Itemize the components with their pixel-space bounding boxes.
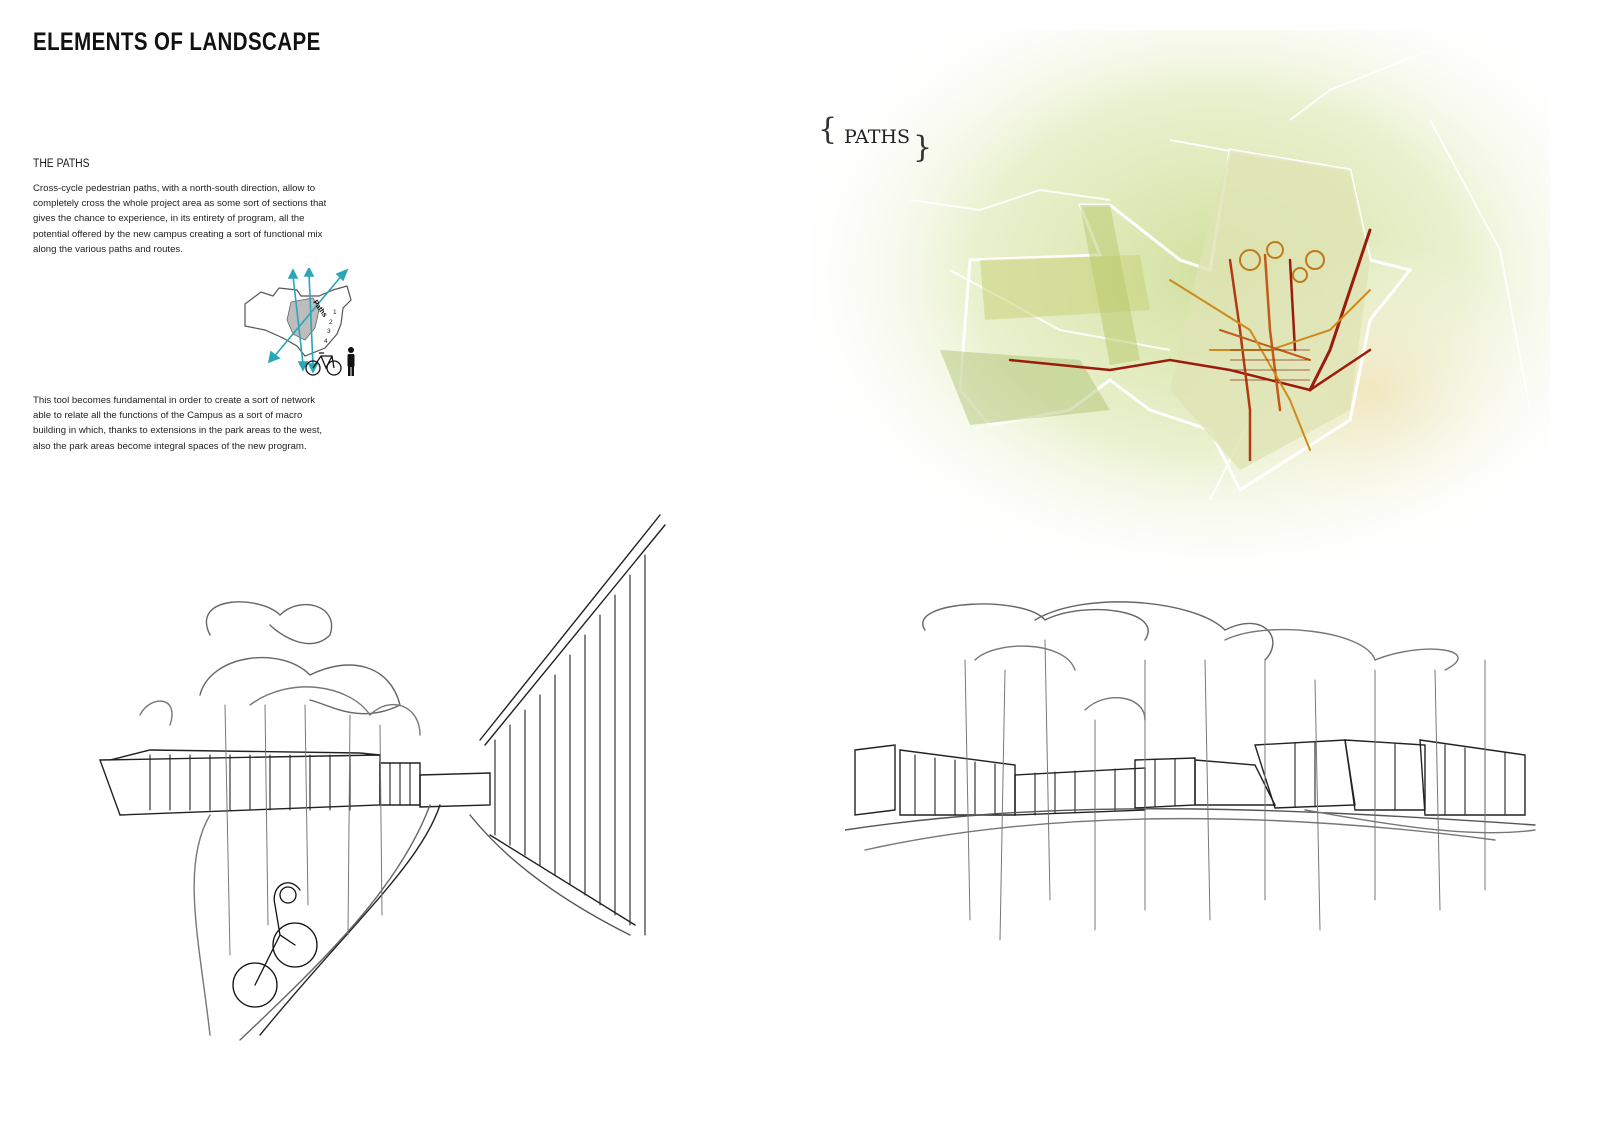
diagram-number: 3 bbox=[327, 328, 331, 335]
section-heading: THE PATHS bbox=[33, 158, 90, 170]
building-right-roof bbox=[479, 514, 661, 741]
label-brace-left: { bbox=[818, 112, 838, 147]
site-map bbox=[810, 30, 1550, 570]
canopy-loop bbox=[1224, 628, 1459, 671]
paths-diagram: Paths 1 2 3 4 bbox=[243, 266, 373, 386]
plaza-circle bbox=[1266, 241, 1284, 259]
road-edge bbox=[239, 804, 431, 1041]
label-brace-right: } bbox=[913, 130, 933, 165]
map-road bbox=[909, 188, 1111, 212]
map-label: PATHS bbox=[844, 126, 910, 148]
perspective-sketch-right bbox=[844, 600, 1545, 1020]
diagram-number: 1 bbox=[333, 309, 337, 316]
park-strip bbox=[940, 350, 1110, 425]
building-row bbox=[1344, 739, 1426, 811]
canopy-loop bbox=[1084, 696, 1146, 721]
building-row bbox=[899, 749, 1016, 816]
canopy-loop bbox=[974, 645, 1076, 671]
path-line bbox=[1008, 348, 1372, 392]
canopy-loop bbox=[199, 656, 401, 715]
ground-line bbox=[844, 808, 1536, 831]
building-right-roof bbox=[484, 524, 666, 746]
paths-description-paragraph: Cross-cycle pedestrian paths, with a nor… bbox=[33, 183, 327, 255]
building-left bbox=[99, 754, 381, 816]
page-title: ELEMENTS OF LANDSCAPE bbox=[33, 28, 321, 56]
ground-line bbox=[1304, 809, 1536, 834]
diagram-number: 4 bbox=[324, 338, 328, 345]
building-row bbox=[1419, 739, 1526, 816]
canopy-loop bbox=[249, 686, 421, 736]
campus-core bbox=[1170, 150, 1370, 470]
road-edge bbox=[469, 814, 631, 936]
canopy-loop bbox=[922, 603, 1149, 641]
map-road bbox=[1429, 119, 1531, 411]
path-line bbox=[1263, 253, 1282, 412]
path-line bbox=[1169, 279, 1311, 451]
road-edge bbox=[259, 804, 441, 1036]
building-row bbox=[1194, 759, 1277, 806]
building-right-bottom bbox=[489, 834, 636, 926]
cyclist-sketch bbox=[232, 882, 318, 1008]
network-description-paragraph: This tool becomes fundamental in order t… bbox=[33, 395, 323, 452]
road-edge bbox=[193, 814, 211, 1036]
path-line bbox=[1288, 258, 1297, 352]
pedestrian-icon bbox=[347, 347, 355, 376]
building-left-roof bbox=[109, 749, 381, 761]
project-area-outline bbox=[958, 148, 1413, 493]
canopy-loop bbox=[1034, 601, 1274, 661]
diagram-number: 2 bbox=[329, 319, 333, 326]
building-far bbox=[419, 772, 491, 808]
path-line bbox=[1219, 329, 1311, 361]
plaza-circle bbox=[1239, 249, 1261, 271]
building-row bbox=[1254, 739, 1356, 809]
park-strip bbox=[1080, 205, 1140, 365]
map-road bbox=[1289, 49, 1431, 121]
canopy-loop bbox=[206, 601, 333, 645]
plaza-circle bbox=[1305, 250, 1325, 270]
building-row bbox=[1134, 757, 1196, 809]
building-row bbox=[854, 744, 896, 816]
plaza-circle bbox=[1292, 267, 1308, 283]
bicycle-icon bbox=[305, 352, 342, 376]
perspective-sketch-left bbox=[90, 505, 740, 1050]
canopy-loop bbox=[139, 700, 173, 726]
ground-line bbox=[864, 817, 1496, 851]
